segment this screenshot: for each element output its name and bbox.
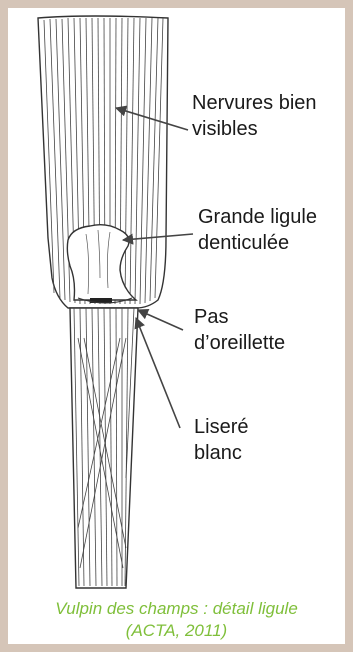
label-nervures: Nervures bien visibles (192, 90, 317, 142)
arrow-lisere (136, 318, 180, 428)
caption-line2: (ACTA, 2011) (8, 620, 345, 642)
figure-caption: Vulpin des champs : détail ligule (ACTA,… (8, 598, 345, 642)
label-oreillette-line1: Pas (194, 304, 285, 330)
label-ligule: Grande ligule denticulée (198, 204, 317, 256)
label-ligule-line1: Grande ligule (198, 204, 317, 230)
label-oreillette: Pas d’oreillette (194, 304, 285, 356)
label-ligule-line2: denticulée (198, 230, 317, 256)
label-lisere-line1: Liseré (194, 414, 248, 440)
caption-line1: Vulpin des champs : détail ligule (8, 598, 345, 620)
label-lisere: Liseré blanc (194, 414, 248, 466)
arrow-oreillette (138, 310, 183, 330)
label-lisere-line2: blanc (194, 440, 248, 466)
figure-card: Nervures bien visibles Grande ligule den… (8, 8, 345, 644)
label-nervures-line2: visibles (192, 116, 317, 142)
label-oreillette-line2: d’oreillette (194, 330, 285, 356)
label-nervures-line1: Nervures bien (192, 90, 317, 116)
